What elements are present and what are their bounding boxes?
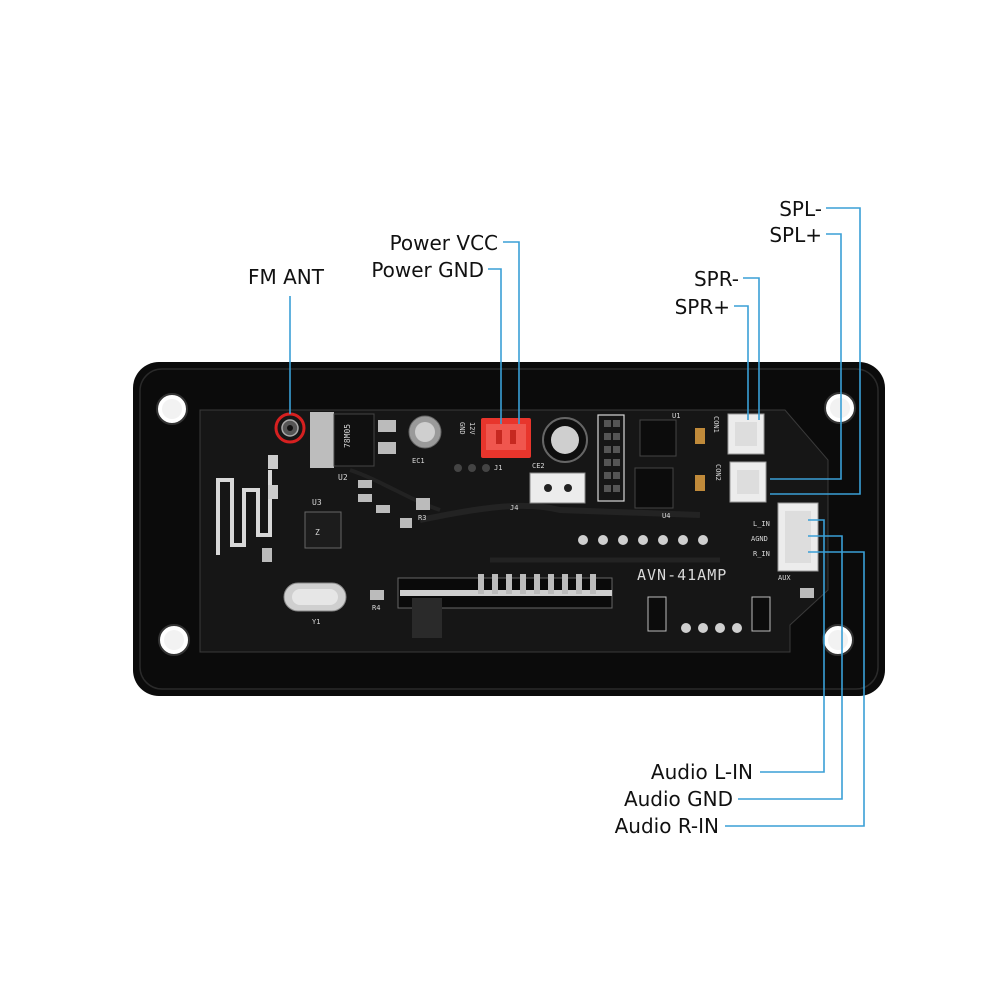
leader-spl-minus [770, 207, 861, 495]
audio-l-in-label: Audio L-IN [651, 760, 753, 784]
r-in-silk-label: R_IN [753, 550, 770, 558]
l-in-silk-label: L_IN [753, 520, 770, 528]
amplifier-chip-u4: U4 [634, 467, 674, 520]
audio-gnd-label: Audio GND [624, 787, 733, 811]
aux-silk-label: AUX [778, 574, 791, 582]
bottom-pads [647, 596, 771, 633]
gnd-label: GND [458, 422, 466, 435]
con1-label: CON1 [712, 416, 720, 433]
fm-ant-label: FM ANT [248, 265, 325, 289]
mounting-hole-icon [822, 624, 854, 656]
y1-label: Y1 [312, 618, 320, 626]
bluetooth-chip-u3: Z U3 [304, 498, 342, 549]
aux-connector: L_IN AGND R_IN AUX [751, 502, 819, 582]
connector-j4: J4 [510, 472, 586, 512]
u2-label: U2 [338, 473, 348, 482]
speaker-connector-con2: CON2 [714, 461, 767, 503]
mounting-hole-icon [158, 624, 190, 656]
leader-spl-plus [770, 233, 842, 480]
leader-audio-l-in [760, 519, 825, 773]
mounting-hole-icon [156, 393, 188, 425]
capacitor-ec1: EC1 [408, 415, 442, 465]
voltage-regulator: 78M05 U2 [310, 412, 396, 482]
leader-lines [289, 207, 865, 827]
spr-plus-label: SPR+ [675, 295, 730, 319]
agnd-silk-label: AGND [751, 535, 768, 543]
con2-label: CON2 [714, 464, 722, 481]
u1-label: U1 [672, 412, 680, 420]
leader-spr-plus [734, 305, 749, 420]
leader-power-gnd [488, 268, 502, 424]
smd-right [800, 588, 814, 598]
ce2-label: CE2 [532, 462, 545, 470]
ec1-label: EC1 [412, 457, 425, 465]
regulator-label: 78M05 [343, 424, 352, 448]
amplifier-chip-u1: U1 [597, 412, 680, 502]
power-connector: GND 12V J1 [458, 418, 531, 472]
j4-label: J4 [510, 504, 518, 512]
power-gnd-label: Power GND [371, 258, 484, 282]
capacitor-ce2: CE2 [532, 417, 588, 470]
svg-text:Z: Z [315, 528, 320, 537]
u4-label: U4 [662, 512, 670, 520]
crystal-y1: Y1 R4 [283, 582, 384, 626]
smd-components: R3 [262, 428, 705, 562]
j1-label: J1 [494, 464, 502, 472]
leader-audio-r-in [725, 551, 865, 827]
12v-label: 12V [468, 422, 476, 435]
sd-card-slot [397, 574, 613, 638]
spr-minus-label: SPR- [694, 267, 739, 291]
leader-audio-gnd [738, 535, 843, 800]
model-label: AVN-41AMP [637, 566, 727, 584]
spl-minus-label: SPL- [779, 197, 822, 221]
spl-plus-label: SPL+ [769, 223, 822, 247]
r4-label: R4 [372, 604, 380, 612]
audio-r-in-label: Audio R-IN [615, 814, 719, 838]
r3-label: R3 [418, 514, 426, 522]
bluetooth-antenna-trace [216, 470, 272, 555]
leader-spr-minus [743, 277, 760, 420]
header-pin-row [578, 535, 708, 545]
speaker-connector-con1: CON1 [712, 413, 765, 455]
power-vcc-label: Power VCC [390, 231, 498, 255]
u3-label: U3 [312, 498, 322, 507]
mounting-hole-icon [824, 392, 856, 424]
leader-power-vcc [503, 241, 520, 424]
via-row [454, 464, 490, 472]
